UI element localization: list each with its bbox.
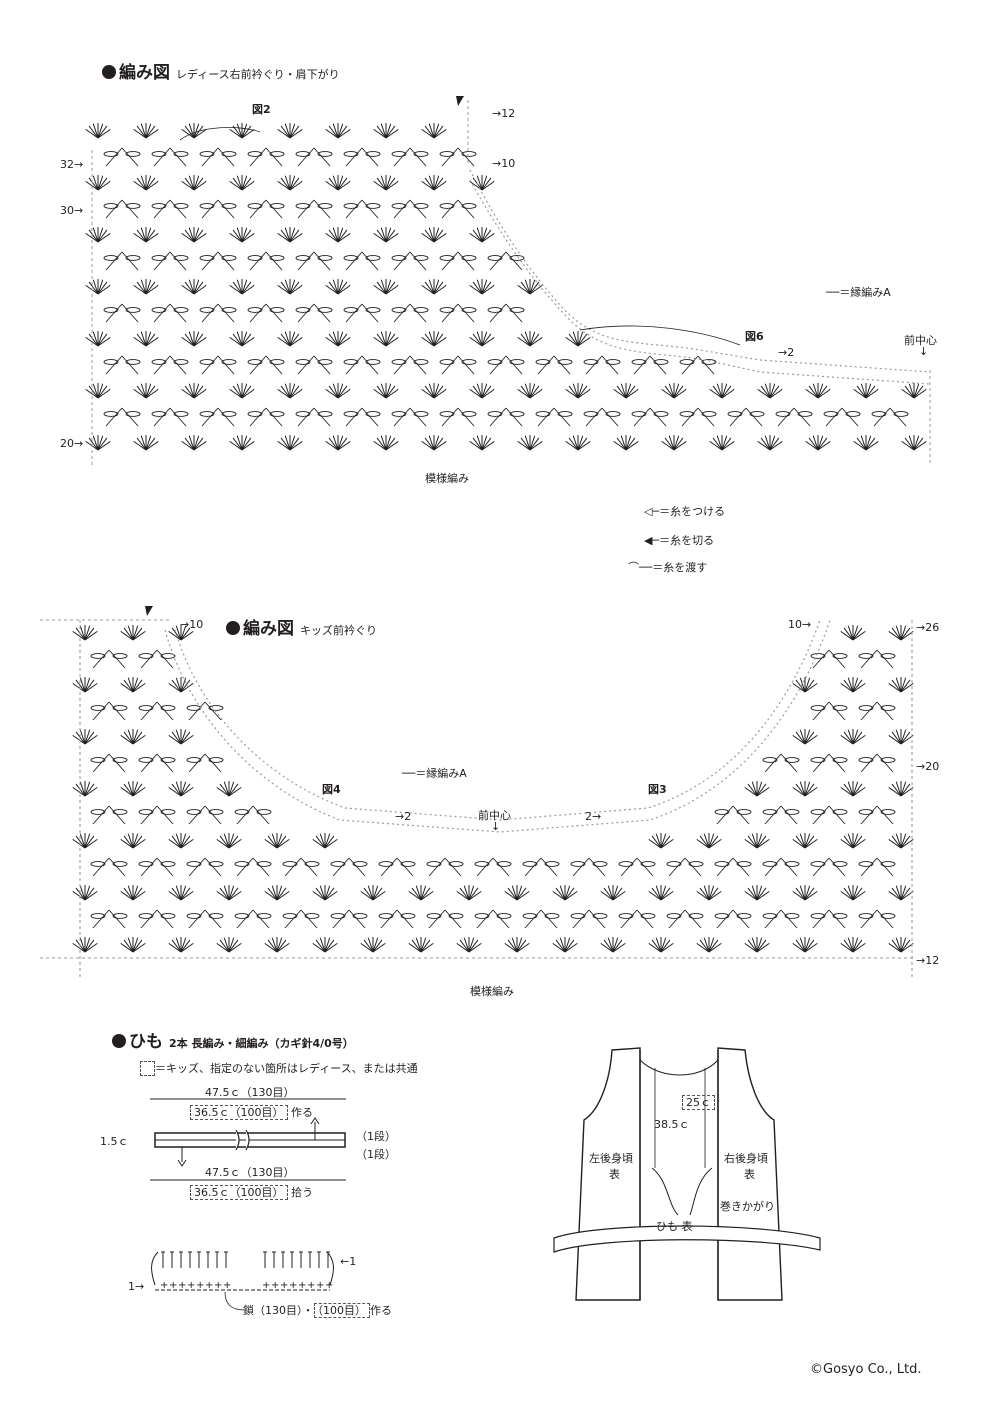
tie-chain-kids: （100目） [313, 1303, 370, 1318]
garment-right-back: 右後身頃 [724, 1152, 768, 1165]
legend-carry-text: ＝糸を渡す [652, 561, 708, 574]
tie-pick: 拾う [291, 1186, 313, 1199]
chart2-subtitle: キッズ前衿ぐり [300, 624, 377, 637]
chart2-row-20: →20 [916, 760, 940, 773]
legend-attach: ◁─＝糸をつける [644, 503, 725, 519]
chart1-row-10: →10 [492, 157, 516, 170]
chart2-fig-label-a: 図4 [322, 783, 341, 796]
svg-text:+: + [325, 1280, 333, 1291]
garment-left-back-side: 表 [609, 1168, 620, 1181]
svg-text:+: + [271, 1280, 279, 1291]
bullet-icon [112, 1034, 126, 1048]
chart2-row-12: →12 [916, 954, 940, 967]
tie-diagram: ++++++++++++++++ [150, 1098, 346, 1311]
tie-chain-make: 作る [370, 1304, 392, 1317]
svg-text:+: + [280, 1280, 288, 1291]
garment-ladies-length: 38.5ｃ [654, 1118, 690, 1131]
tie-subtitle: 2本 長編み・細編み（カギ針4/0号） [169, 1037, 354, 1050]
chart2-row-2-left: →2 [395, 810, 412, 823]
chart2-title: 編み図 [243, 619, 294, 639]
svg-text:+: + [289, 1280, 297, 1291]
chart2-row-10-right: 10→ [788, 618, 812, 631]
legend-carry: ⌒──＝糸を渡す [628, 559, 707, 575]
bullet-icon [102, 65, 116, 79]
chart1-row-20: 20→ [60, 437, 84, 450]
chart2-edge-legend-text: ＝縁編みA [415, 767, 467, 780]
garment-right-back-side: 表 [744, 1168, 755, 1181]
chart2-stitches [40, 606, 915, 980]
chart1-edge-legend: ──＝縁編みA [826, 286, 891, 299]
svg-text:+: + [214, 1280, 222, 1291]
chart2-front-center: 前中心 [478, 809, 511, 822]
svg-text:+: + [169, 1280, 177, 1291]
tie-arrow-left: ←1 [340, 1255, 357, 1268]
chart1-row-30: 30→ [60, 204, 84, 217]
legend-cut: ◀─＝糸を切る [644, 532, 714, 548]
svg-text:+: + [298, 1280, 306, 1291]
chart1-fig-label-a: 図2 [252, 103, 271, 116]
kids-box-icon [140, 1061, 155, 1076]
svg-text:+: + [262, 1280, 270, 1291]
tie-heading: ひも 2本 長編み・細編み（カギ針4/0号） [112, 1027, 354, 1052]
tie-title: ひも [129, 1032, 163, 1052]
svg-text:+: + [187, 1280, 195, 1291]
chart1-row-2: →2 [778, 346, 795, 359]
chart1-front-center-arrow-icon: ↓ [919, 345, 929, 358]
copyright: ©Gosyo Co., Ltd. [810, 1362, 922, 1377]
tie-len-top-kids: 36.5ｃ（100目） [190, 1105, 288, 1120]
svg-text:+: + [307, 1280, 315, 1291]
chart1-edge-legend-text: ＝縁編みA [839, 286, 891, 299]
tie-len-bottom: 47.5ｃ（130目） [205, 1166, 295, 1179]
svg-text:+: + [223, 1280, 231, 1291]
chart2-fig-label-b: 図3 [648, 783, 667, 796]
attach-thread-icon: ◁─ [644, 505, 660, 518]
chart1-pattern-label: 模様編み [425, 472, 469, 485]
svg-text:+: + [196, 1280, 204, 1291]
chart2-heading: 編み図キッズ前衿ぐり [226, 614, 377, 639]
chart2-pattern-label: 模様編み [470, 985, 514, 998]
garment-left-back: 左後身頃 [589, 1152, 633, 1165]
cut-thread-icon: ◀─ [644, 534, 660, 547]
chart1-fig-label-b: 図6 [745, 330, 764, 343]
tie-len-bottom-kids: 36.5ｃ（100目） [190, 1185, 288, 1200]
legend-attach-text: ＝糸をつける [659, 505, 726, 518]
bullet-icon [226, 621, 240, 635]
garment-kids-length: 25ｃ [682, 1094, 715, 1110]
tie-chain: 鎖（130目）・ [243, 1304, 314, 1317]
chart1-row-32: 32→ [60, 158, 84, 171]
chart1-front-center: 前中心 [904, 334, 937, 347]
carry-thread-icon: ⌒── [628, 561, 653, 574]
svg-text:+: + [178, 1280, 186, 1291]
tie-note: ＝キッズ、指定のない箇所はレディース、または共通 [140, 1060, 418, 1076]
chart2-row-10-left: →10 [180, 618, 204, 631]
chart2-edge-legend: ──＝縁編みA [402, 767, 467, 780]
tie-chain-row: 鎖（130目）・（100目）作る [243, 1302, 392, 1318]
tie-len-top: 47.5ｃ（130目） [205, 1086, 295, 1099]
chart1-subtitle: レディース右前衿ぐり・肩下がり [176, 68, 340, 81]
tie-row1-b: （1段） [356, 1148, 396, 1161]
tie-arrow-right: 1→ [128, 1280, 145, 1293]
tie-row1-a: （1段） [356, 1130, 396, 1143]
chart2-front-center-arrow-icon: ↓ [491, 820, 501, 833]
svg-text:+: + [205, 1280, 213, 1291]
tie-note-text: ＝キッズ、指定のない箇所はレディース、または共通 [155, 1062, 418, 1075]
svg-text:+: + [160, 1280, 168, 1291]
chart1-heading: 編み図レディース右前衿ぐり・肩下がり [102, 58, 340, 83]
chart1-stitches [85, 96, 931, 465]
tie-width: 1.5ｃ [100, 1135, 129, 1148]
tie-len-bottom-row: 36.5ｃ（100目） 拾う [190, 1184, 313, 1200]
tie-make: 作る [291, 1106, 313, 1119]
chart1-row-12: →12 [492, 107, 516, 120]
garment-kids-length-text: 25ｃ [682, 1095, 715, 1110]
garment-illustration [553, 1047, 821, 1301]
chart1-title: 編み図 [119, 63, 170, 83]
chart2-row-26: →26 [916, 621, 940, 634]
chart2-row-2-right: 2→ [585, 810, 602, 823]
legend-cut-text: ＝糸を切る [659, 534, 715, 547]
garment-wrap: 巻きかがり [720, 1200, 775, 1213]
garment-tie-label: ひも 表 [656, 1220, 693, 1233]
tie-len-top-row: 36.5ｃ（100目） 作る [190, 1104, 313, 1120]
svg-text:+: + [316, 1280, 324, 1291]
